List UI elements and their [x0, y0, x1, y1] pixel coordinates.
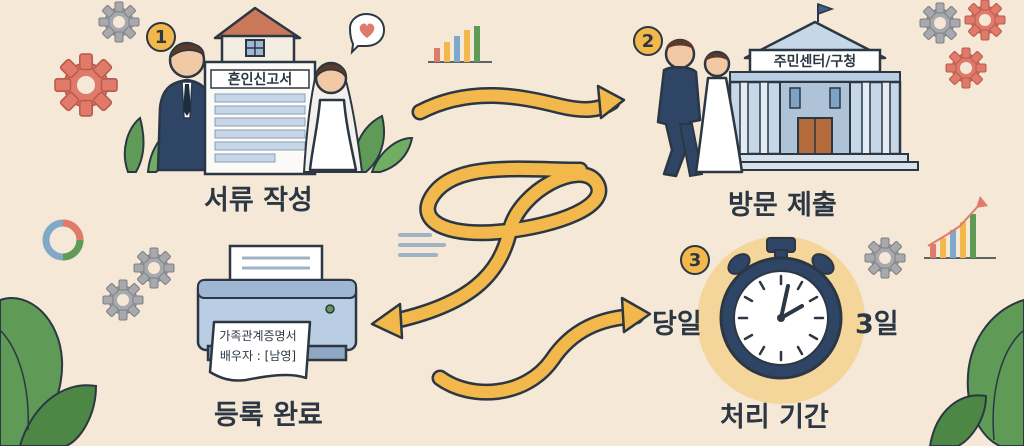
heart-speech-bubble-icon [350, 14, 384, 52]
community-center-illustration: 주민센터/구청 [712, 4, 918, 170]
leaves-decoration-right [930, 300, 1024, 446]
gear-icon [965, 0, 1005, 40]
same-day-label: 당일 [652, 302, 702, 341]
certificate-spouse-line: 배우자 : [남영] [220, 349, 296, 363]
three-days-label: 3일 [855, 302, 899, 341]
bar-chart-icon [428, 26, 492, 62]
form-title: 혼인신고서 [228, 71, 292, 88]
printer-illustration: 가족관계증명서 배우자 : [남영] [198, 246, 356, 381]
step-title-registration-complete: 등록 완료 [214, 393, 323, 432]
gear-icon [103, 280, 143, 320]
gear-icon [134, 248, 174, 288]
leaves-decoration-left [0, 298, 96, 446]
step-title-write-documents: 서류 작성 [204, 178, 313, 217]
step-number-badge: 1 [146, 22, 176, 52]
flow-arrow [420, 86, 624, 118]
stopwatch-icon [697, 236, 865, 404]
step-title-processing-period: 처리 기간 [720, 395, 829, 434]
house-icon [215, 8, 300, 70]
building-sign: 주민센터/구청 [774, 53, 856, 70]
gear-icon [55, 54, 117, 116]
certificate-title: 가족관계증명서 [219, 329, 296, 343]
text-lines-icon [398, 233, 446, 257]
step-title-visit-submit: 방문 제출 [728, 183, 837, 222]
gear-icon [946, 48, 986, 88]
walking-couple-illustration [658, 40, 742, 177]
gear-icon [920, 3, 960, 43]
flow-arrow [440, 298, 650, 392]
gear-icon [99, 2, 139, 42]
trend-chart-icon [924, 196, 996, 258]
step-number-badge: 2 [633, 26, 663, 56]
marriage-form-document: 혼인신고서 [205, 62, 315, 174]
donut-chart-icon [46, 223, 80, 257]
gear-icon [865, 238, 905, 278]
step-number-badge: 3 [680, 245, 710, 275]
